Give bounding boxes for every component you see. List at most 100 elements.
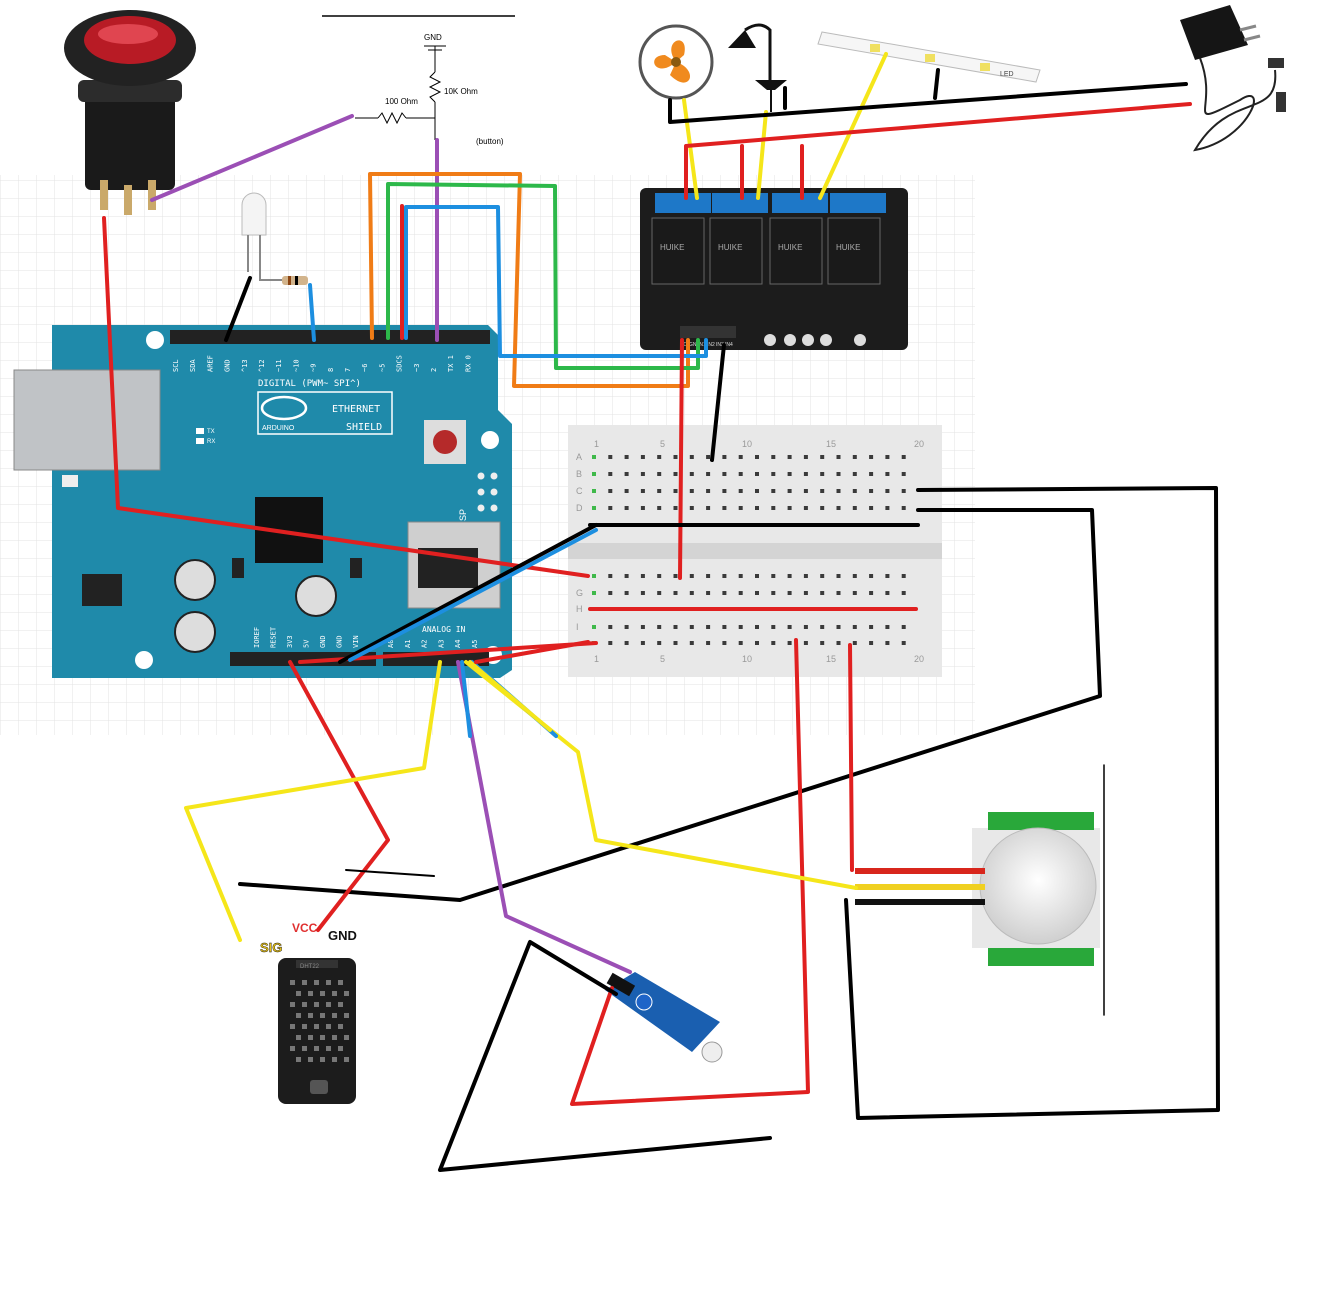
icsp-label: ICSP [458, 509, 468, 530]
button-pin-label: (button) [476, 137, 504, 146]
breadboard-col-number-top: 15 [826, 439, 836, 449]
wire-red-light [570, 638, 810, 1106]
breadboard-hole [689, 641, 694, 645]
breadboard-hole [738, 625, 743, 629]
dht-vent-hole [308, 991, 313, 996]
dht-vent-hole [326, 980, 331, 985]
breadboard-hole [803, 641, 808, 645]
breadboard-hole [592, 472, 596, 476]
fan-icon [638, 24, 714, 100]
breadboard-hole [689, 506, 694, 510]
breadboard-hole [608, 591, 613, 595]
dht-vent-hole [338, 1046, 343, 1051]
breadboard-hole [657, 472, 662, 476]
breadboard-hole [771, 455, 776, 459]
pir-sensor [855, 812, 1100, 966]
power-pin-label: GND [319, 635, 327, 648]
breadboard-hole [771, 489, 776, 493]
digital-pin-label: ~10 [292, 359, 300, 372]
breadboard-hole [706, 625, 711, 629]
breadboard-hole [657, 506, 662, 510]
breadboard-hole [706, 455, 711, 459]
digital-pin-label: TX 1 [447, 355, 455, 372]
dht-vent-hole [332, 1057, 337, 1062]
digital-pin-label: AREF [206, 355, 214, 372]
wires [102, 52, 1220, 1172]
breadboard-hole [657, 574, 662, 578]
breadboard-hole [901, 625, 906, 629]
breadboard-hole [738, 574, 743, 578]
breadboard-hole [738, 591, 743, 595]
breadboard-row-label: A [576, 452, 582, 462]
dht-vent-hole [308, 1035, 313, 1040]
analog-pin-label: A5 [471, 640, 479, 648]
breadboard-hole [722, 489, 727, 493]
breadboard-hole [657, 455, 662, 459]
relay-pin-gnd: GND [689, 342, 701, 348]
analog-pin-label: A0 [387, 640, 395, 648]
breadboard-hole [787, 506, 792, 510]
breadboard-hole [852, 455, 857, 459]
breadboard-hole [640, 506, 645, 510]
gnd-label: GND [424, 33, 442, 42]
breadboard-hole [836, 641, 841, 645]
relay-module: HUIKE HUIKE HUIKE HUIKE VCC GND IN1 IN2 … [640, 188, 908, 350]
wire-red-pir [848, 643, 854, 872]
wire-red-button [102, 216, 590, 578]
breadboard-hole [836, 591, 841, 595]
breadboard-hole [820, 641, 825, 645]
dht-vcc-label: VCC [292, 921, 318, 935]
dht-sensor: DHT22 SIG VCC GND [260, 921, 357, 1104]
breadboard-col-number-bottom: 5 [660, 654, 665, 664]
digital-label: DIGITAL (PWM~ SPI^) [258, 379, 361, 389]
breadboard-hole [836, 506, 841, 510]
wire-black-relay-gnd [710, 343, 726, 462]
breadboard-hole [624, 574, 629, 578]
breadboard-hole [624, 591, 629, 595]
relay-pin-in3: IN3 [716, 342, 724, 348]
breadboard-hole [673, 574, 678, 578]
breadboard-hole [852, 489, 857, 493]
breadboard-hole [820, 455, 825, 459]
wire-purple-button [150, 114, 354, 202]
breadboard-row-label: B [576, 469, 582, 479]
breadboard-hole [706, 591, 711, 595]
digital-pin-label: ~11 [275, 359, 283, 372]
digital-pin-label: RX 0 [464, 355, 472, 372]
breadboard-hole [787, 574, 792, 578]
breadboard-hole [755, 455, 759, 459]
dht-vent-hole [332, 991, 337, 996]
digital-pin-label: SDCS [396, 355, 404, 372]
dht-vent-hole [290, 980, 295, 985]
power-pin-label: 3V3 [286, 635, 294, 648]
breadboard-hole [820, 574, 825, 578]
breadboard-hole [592, 591, 596, 595]
breadboard-hole [689, 625, 694, 629]
dht-vent-hole [338, 1002, 343, 1007]
wire-black-led [224, 276, 252, 342]
breadboard-hole [624, 455, 629, 459]
digital-pin-label: 8 [327, 368, 335, 372]
dht-vent-hole [326, 1024, 331, 1029]
dht-sig-label: SIG [260, 940, 282, 955]
dht-vent-hole [308, 1013, 313, 1018]
breadboard-hole [885, 574, 890, 578]
power-pin-label: IOREF [253, 627, 261, 648]
dht-vent-hole [296, 1035, 301, 1040]
breadboard-row-label: G [576, 588, 583, 598]
breadboard-hole [803, 625, 808, 629]
dht-vent-hole [344, 991, 349, 996]
breadboard-hole [706, 641, 711, 645]
breadboard-hole [608, 625, 613, 629]
wire-yellow-fan [682, 98, 699, 200]
led-strip-icon: LED [817, 31, 1041, 83]
breadboard-hole [901, 506, 906, 510]
breadboard-hole [722, 455, 727, 459]
dht-vent-hole [308, 1057, 313, 1062]
wire-black-gnd [338, 523, 598, 664]
breadboard-hole [592, 455, 596, 459]
led-strip-text: LED [1000, 71, 1014, 78]
breadboard-hole [820, 472, 825, 476]
